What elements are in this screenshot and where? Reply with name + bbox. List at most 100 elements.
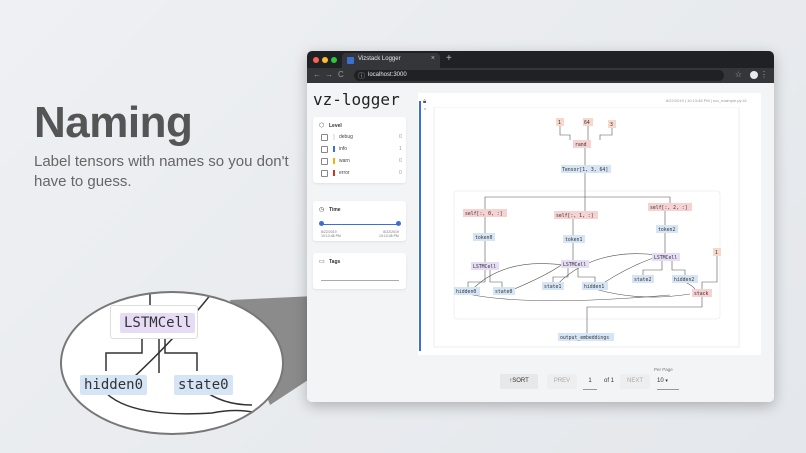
level-label: info [339,146,348,152]
node-token0[interactable] [473,233,495,241]
node-state0[interactable] [493,287,515,295]
node-lstm-0-label: LSTMCell [473,264,496,270]
sort-arrow-icon: ↑ [509,378,513,384]
zoom-hidden-label: hidden0 [80,375,148,395]
node-lstm-2[interactable] [652,253,680,261]
close-window-dot[interactable] [313,57,319,63]
sort-button[interactable]: ↑SORT [500,374,538,389]
node-tensor[interactable] [561,165,611,173]
checkbox[interactable] [321,158,328,165]
tags-input[interactable] [321,280,399,281]
level-color [333,158,335,164]
level-color [333,146,335,152]
time-start-handle[interactable] [319,221,324,226]
close-tab-icon[interactable]: × [430,55,435,62]
node-input-64-label: 64 [584,120,590,126]
time-start-date: 8/22/2019 [321,230,337,234]
node-token1[interactable] [563,235,585,243]
time-start-label: 8/22/2019 10:13:48 PM [321,230,341,238]
node-self-2-label: self[:, 2, :] [650,205,688,211]
tags-title: Tags [329,259,341,265]
reload-icon[interactable]: C [338,70,344,79]
time-end-time: 10:13:48 PM [379,234,399,238]
time-end-date: 8/22/2019 [383,230,399,234]
address-bar[interactable]: ⓘ localhost:3000 [354,70,724,81]
level-item-warn[interactable]: warn 0 [321,157,402,166]
node-self-1[interactable] [554,211,598,219]
node-output-embeddings[interactable] [558,333,614,341]
per-page-label: Per Page [654,367,673,372]
node-state2[interactable] [632,275,654,283]
time-range-track[interactable] [321,224,399,225]
checkbox[interactable] [321,134,328,141]
url-text: localhost:3000 [368,72,407,78]
node-input-1-label: 1 [558,120,561,126]
prev-button[interactable]: PREV [547,374,577,389]
forward-icon[interactable]: → [325,70,333,79]
checkbox[interactable] [321,146,328,153]
node-input-3-label: 3 [610,122,613,128]
node-self-0[interactable] [463,209,507,217]
new-tab-button[interactable]: + [446,53,452,64]
node-token2[interactable] [656,225,678,233]
layers-icon: ⬡ [319,123,325,129]
back-icon[interactable]: ← [313,70,321,79]
node-token0-label: token0 [475,235,492,241]
time-title: Time [329,207,341,213]
level-item-debug[interactable]: debug 0 [321,133,402,142]
zoom-magnifier: LSTMCell hidden0 state0 [60,291,284,435]
checkbox[interactable] [321,170,328,177]
node-input-1b-label: 1 [715,250,718,256]
menu-icon[interactable]: ⋮ [760,70,768,79]
node-input-1[interactable] [556,118,564,126]
node-hidden2[interactable] [672,275,698,283]
slide-subtitle: Label tensors with names so you don't ha… [34,153,289,190]
star-icon[interactable]: ☆ [734,70,742,79]
sort-label: SORT [512,378,529,384]
node-self-1-label: self[:, 1, :] [556,213,594,219]
zoom-lstm-label: LSTMCell [120,313,196,333]
page-of-label: of 1 [603,378,614,384]
page-input[interactable]: 1 [583,374,597,390]
level-count: 0 [399,134,402,140]
per-page-value: 10 [657,378,664,384]
time-end-handle[interactable] [396,221,401,226]
profile-avatar[interactable] [750,71,758,79]
log-meta: 8/22/2019 | 10:13:48 PM | run_example.py… [665,98,747,103]
time-start-time: 10:13:48 PM [321,234,341,238]
node-state0-label: state0 [495,289,512,295]
node-stack[interactable] [692,289,712,297]
node-lstm-2-label: LSTMCell [654,255,677,261]
node-rand[interactable] [573,140,591,148]
time-filter-card: ◷ Time 8/22/2019 10:13:48 PM 8/22/2019 1… [313,201,406,241]
lock-icon[interactable]: 🔒︎ [423,99,427,105]
node-output-embeddings-label: output_embeddings [560,335,609,341]
node-lstm-1[interactable] [561,260,589,268]
node-token2-label: token2 [658,227,675,233]
collapse-icon[interactable]: ⌃ [423,108,428,114]
node-lstm-1-label: LSTMCell [563,262,586,268]
level-item-info[interactable]: info 1 [321,145,402,154]
node-self-2[interactable] [648,203,692,211]
node-input-3[interactable] [608,120,616,128]
node-input-1b[interactable] [713,248,721,256]
node-state1[interactable] [542,282,564,290]
browser-tab[interactable]: Vizstack Logger × [342,53,440,68]
info-icon[interactable]: ⓘ [358,73,365,80]
tab-title: Vizstack Logger [358,56,401,62]
favicon-icon [347,57,354,64]
node-stack-label: stack [694,291,709,297]
node-token1-label: token1 [565,237,582,243]
node-hidden0[interactable] [454,287,480,295]
node-input-64[interactable] [583,118,593,126]
graph-edges [467,125,718,333]
computation-graph[interactable]: 1 64 3 rand Tensor[1, 3, 64] self[:, 0, … [430,107,750,352]
next-button[interactable]: NEXT [620,374,650,389]
per-page-select[interactable]: 10 ▾ [657,374,679,390]
maximize-window-dot[interactable] [331,57,337,63]
app-logo: vz-logger [313,90,400,109]
minimize-window-dot[interactable] [322,57,328,63]
level-item-error[interactable]: error 0 [321,169,402,178]
node-hidden1[interactable] [582,282,608,290]
node-lstm-0[interactable] [471,262,499,270]
